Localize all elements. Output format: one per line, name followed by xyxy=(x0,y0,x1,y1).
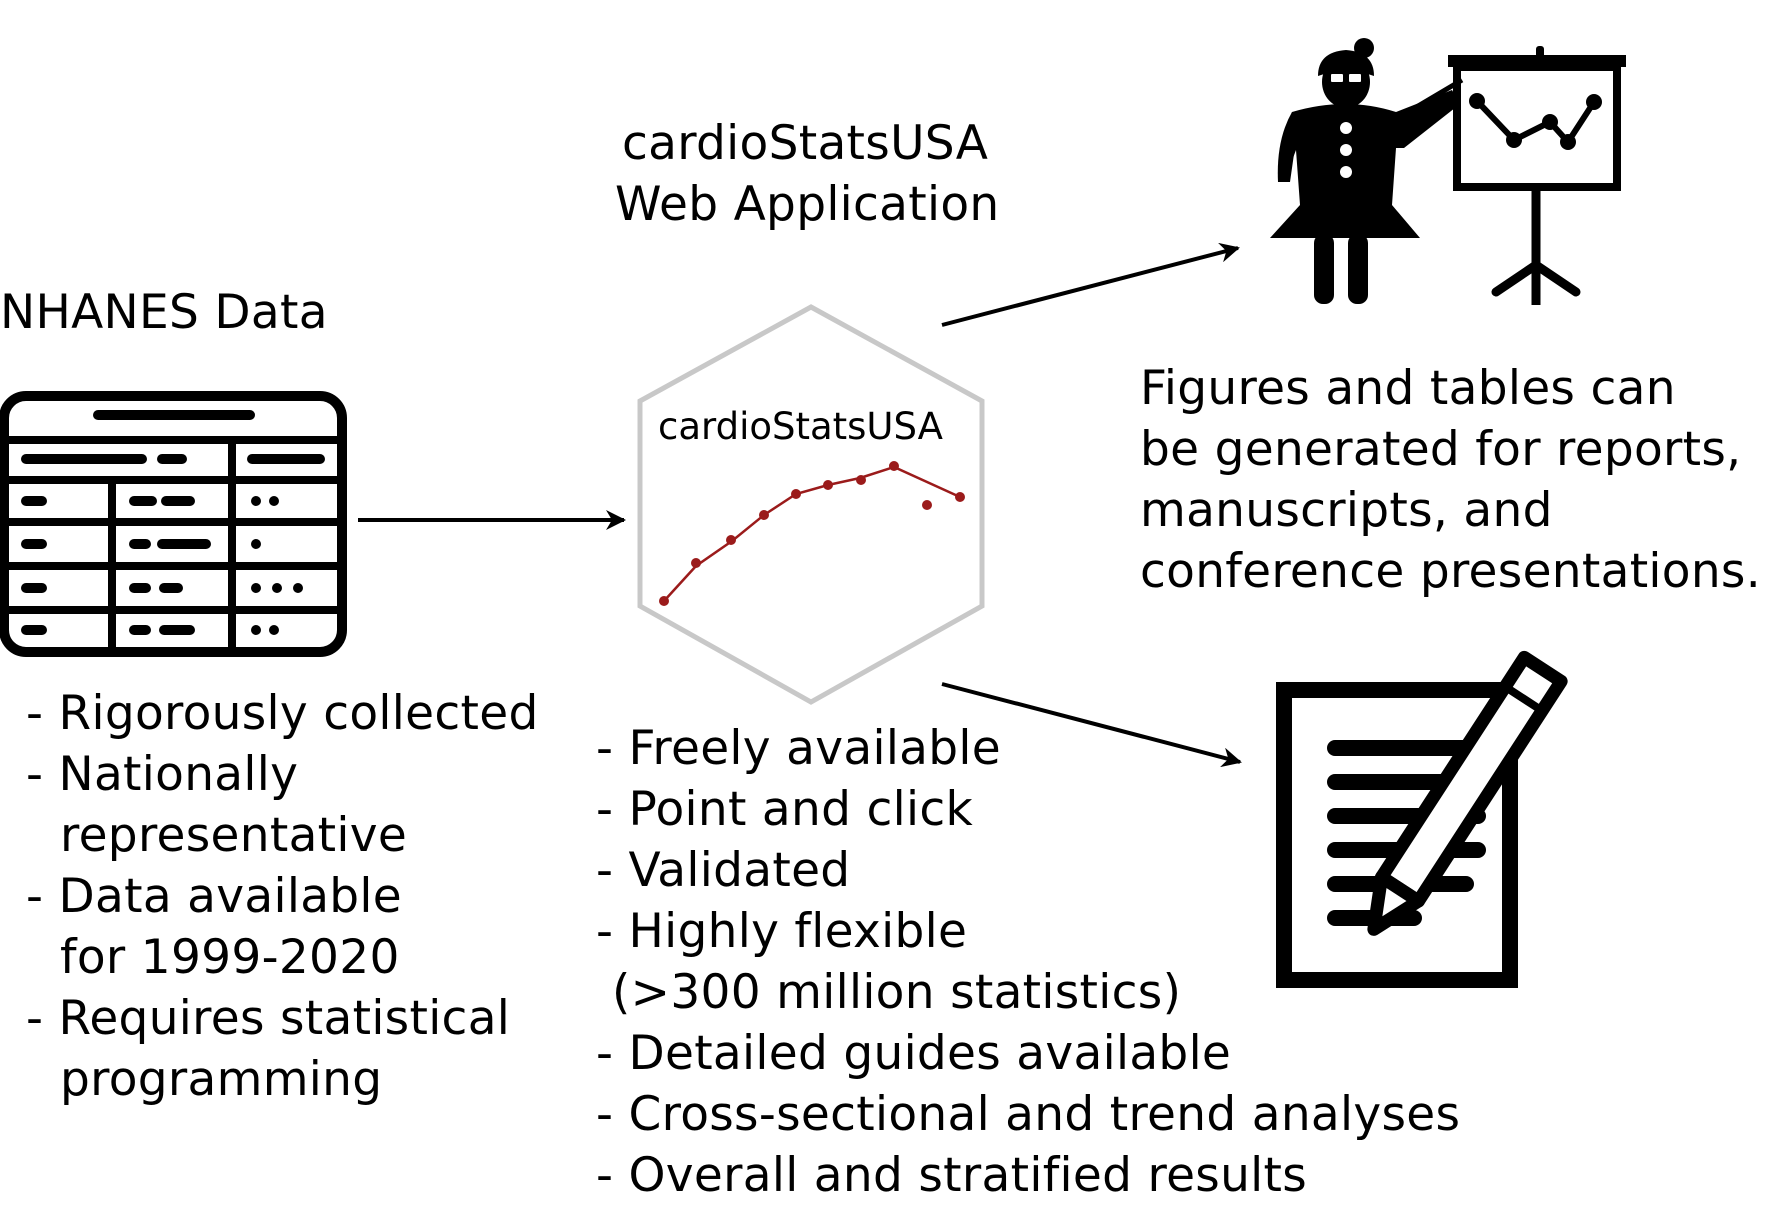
logo-point xyxy=(659,596,669,606)
logo-point xyxy=(889,461,899,471)
list-item: for 1999-2020 xyxy=(60,930,400,985)
logo-point xyxy=(726,535,736,545)
list-item: - Highly flexible xyxy=(596,904,968,959)
list-item: - Freely available xyxy=(596,721,1001,776)
outputs-line: be generated for reports, xyxy=(1140,422,1742,477)
list-item: - Nationally xyxy=(26,747,299,802)
list-item: - Detailed guides available xyxy=(596,1026,1232,1081)
list-item: - Overall and stratified results xyxy=(596,1148,1308,1203)
logo-point xyxy=(823,480,833,490)
logo-point xyxy=(856,475,866,485)
list-item: - Cross-sectional and trend analyses xyxy=(596,1087,1461,1142)
document-pencil-icon xyxy=(1276,650,1568,988)
list-item: programming xyxy=(60,1052,383,1107)
hex-logo-text: cardioStatsUSA xyxy=(658,405,943,448)
outputs-line: conference presentations. xyxy=(1140,544,1761,599)
logo-point xyxy=(691,558,701,568)
list-item: - Data available xyxy=(26,869,403,924)
logo-point xyxy=(955,492,965,502)
logo-point xyxy=(922,500,932,510)
nhanes-bullet-list: - Rigorously collected - Nationally repr… xyxy=(26,683,539,1110)
outputs-line: manuscripts, and xyxy=(1140,483,1553,538)
data-table-icon xyxy=(0,391,347,657)
outputs-line: Figures and tables can xyxy=(1140,361,1676,416)
list-item: - Point and click xyxy=(596,782,974,837)
nhanes-title: NHANES Data xyxy=(0,285,328,340)
presenter-chart-icon xyxy=(1270,38,1626,305)
list-item: representative xyxy=(60,808,408,863)
list-item: - Requires statistical xyxy=(26,991,511,1046)
app-title-line2: Web Application xyxy=(615,177,1000,232)
list-item: (>300 million statistics) xyxy=(612,965,1182,1020)
list-item: - Rigorously collected xyxy=(26,686,539,741)
app-title-line1: cardioStatsUSA xyxy=(622,116,989,171)
arrow-app-to-presentation xyxy=(941,242,1240,327)
list-item: - Validated xyxy=(596,843,851,898)
hex-logo-icon xyxy=(637,304,985,705)
outputs-description: Figures and tables can be generated for … xyxy=(1140,358,1761,602)
app-bullet-list: - Freely available - Point and click - V… xyxy=(596,718,1460,1206)
logo-point xyxy=(759,510,769,520)
arrow-app-to-document xyxy=(941,682,1242,768)
logo-point xyxy=(791,489,801,499)
